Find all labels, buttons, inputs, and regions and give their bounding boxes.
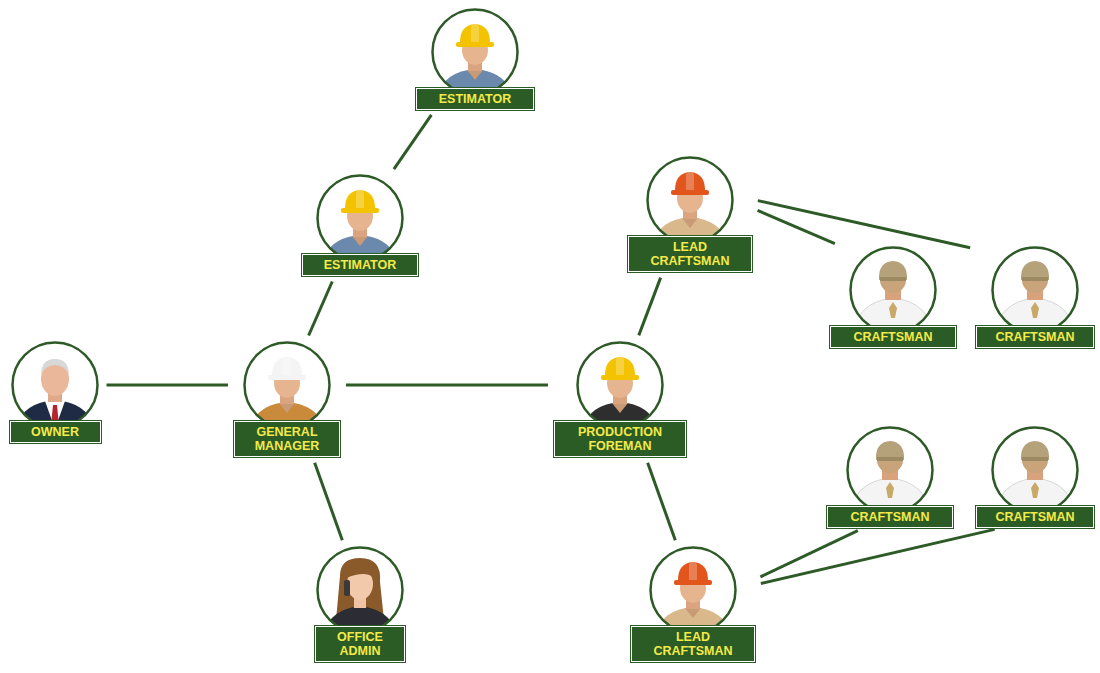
person-figure	[846, 426, 934, 518]
portrait-ring	[848, 428, 933, 513]
role-title: CRAFTSMAN	[995, 510, 1074, 524]
person-figure	[316, 174, 404, 266]
org-node: CRAFTSMAN	[827, 426, 953, 528]
portrait-circle	[576, 341, 664, 429]
person-figure	[316, 546, 404, 638]
portrait-circle	[991, 246, 1079, 334]
role-title: ESTIMATOR	[324, 258, 396, 272]
role-title: CRAFTSMAN	[995, 330, 1074, 344]
portrait-ring	[578, 343, 663, 428]
portrait-ring	[13, 343, 98, 428]
org-node: CRAFTSMAN	[830, 246, 956, 348]
role-title: OWNER	[31, 425, 79, 439]
role-tag: CRAFTSMAN	[976, 326, 1094, 348]
portrait-circle	[849, 246, 937, 334]
reporting-line	[394, 115, 432, 169]
role-title: PRODUCTION FOREMAN	[578, 425, 662, 453]
role-tag: OFFICE ADMIN	[315, 626, 405, 662]
reporting-line	[309, 281, 333, 335]
org-node: OWNER	[10, 341, 101, 443]
person-figure	[576, 341, 664, 433]
role-title: OFFICE ADMIN	[337, 630, 383, 658]
portrait-ring	[651, 548, 736, 633]
role-tag: LEAD CRAFTSMAN	[631, 626, 755, 662]
role-tag: CRAFTSMAN	[830, 326, 956, 348]
reporting-line	[760, 531, 857, 577]
portrait-circle	[431, 8, 519, 96]
portrait-circle	[243, 341, 331, 429]
org-node: PRODUCTION FOREMAN	[554, 341, 686, 457]
reporting-line	[639, 278, 661, 336]
reporting-line	[758, 201, 970, 248]
reporting-line	[315, 463, 343, 541]
portrait-ring	[993, 248, 1078, 333]
role-title: CRAFTSMAN	[853, 330, 932, 344]
org-node: ESTIMATOR	[302, 174, 418, 276]
portrait-circle	[316, 174, 404, 262]
role-tag: OWNER	[10, 421, 101, 443]
person-figure	[849, 246, 937, 338]
role-tag: CRAFTSMAN	[976, 506, 1094, 528]
person-figure	[431, 8, 519, 100]
role-tag: GENERAL MANAGER	[234, 421, 340, 457]
role-tag: CRAFTSMAN	[827, 506, 953, 528]
org-node: ESTIMATOR	[416, 8, 534, 110]
person-figure	[243, 341, 331, 433]
org-node: LEAD CRAFTSMAN	[631, 546, 755, 662]
org-node: LEAD CRAFTSMAN	[628, 156, 752, 272]
portrait-circle	[646, 156, 734, 244]
portrait-ring	[318, 548, 403, 633]
portrait-circle	[11, 341, 99, 429]
portrait-circle	[846, 426, 934, 514]
portrait-ring	[318, 176, 403, 261]
role-title: CRAFTSMAN	[850, 510, 929, 524]
role-tag: ESTIMATOR	[416, 88, 534, 110]
role-tag: ESTIMATOR	[302, 254, 418, 276]
portrait-circle	[316, 546, 404, 634]
role-title: LEAD CRAFTSMAN	[653, 630, 732, 658]
role-title: ESTIMATOR	[439, 92, 511, 106]
person-figure	[11, 341, 99, 433]
person-figure	[649, 546, 737, 638]
org-node: CRAFTSMAN	[976, 246, 1094, 348]
org-node: CRAFTSMAN	[976, 426, 1094, 528]
role-tag: PRODUCTION FOREMAN	[554, 421, 686, 457]
org-node: OFFICE ADMIN	[315, 546, 405, 662]
reporting-line	[107, 384, 229, 387]
portrait-ring	[851, 248, 936, 333]
role-title: GENERAL MANAGER	[255, 425, 320, 453]
person-figure	[646, 156, 734, 248]
portrait-ring	[648, 158, 733, 243]
role-tag: LEAD CRAFTSMAN	[628, 236, 752, 272]
role-title: LEAD CRAFTSMAN	[650, 240, 729, 268]
reporting-line	[346, 384, 548, 387]
portrait-circle	[649, 546, 737, 634]
reporting-line	[761, 529, 995, 583]
person-figure	[991, 426, 1079, 518]
person-figure	[991, 246, 1079, 338]
portrait-circle	[991, 426, 1079, 514]
portrait-ring	[245, 343, 330, 428]
reporting-line	[648, 463, 676, 541]
portrait-ring	[993, 428, 1078, 513]
org-node: GENERAL MANAGER	[234, 341, 340, 457]
portrait-ring	[433, 10, 518, 95]
